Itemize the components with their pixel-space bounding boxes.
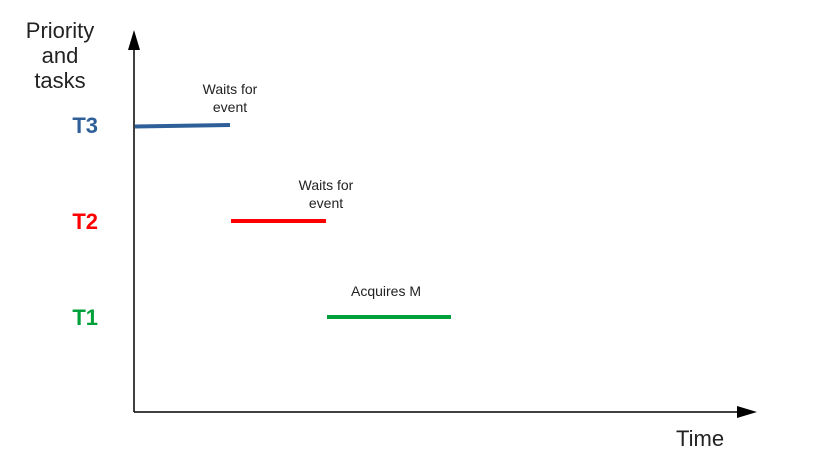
annotation-line: Acquires M <box>350 283 422 299</box>
task-label-t2: T2 <box>72 209 98 234</box>
t3-timeline-bar <box>134 123 231 129</box>
x-axis-arrow-icon <box>737 406 757 418</box>
x-axis-label: Time <box>676 426 725 451</box>
t2-annotation: Waits for event <box>266 176 386 212</box>
annotation-line: Waits for <box>298 177 354 193</box>
t3-annotation: Waits for event <box>170 80 290 116</box>
t1-annotation: Acquires M <box>326 282 446 300</box>
annotation-line: event <box>308 195 344 211</box>
y-axis-label: Priority and tasks <box>20 18 100 93</box>
annotation-line: event <box>212 99 248 115</box>
y-axis-label-line: tasks <box>34 68 86 93</box>
annotation-line: Waits for <box>202 81 258 97</box>
task-label-t3: T3 <box>72 113 98 138</box>
task-label-t1: T1 <box>72 305 98 330</box>
y-axis-label-line: and <box>41 43 79 68</box>
y-axis-label-line: Priority <box>25 18 95 43</box>
y-axis-arrow-icon <box>128 30 140 50</box>
